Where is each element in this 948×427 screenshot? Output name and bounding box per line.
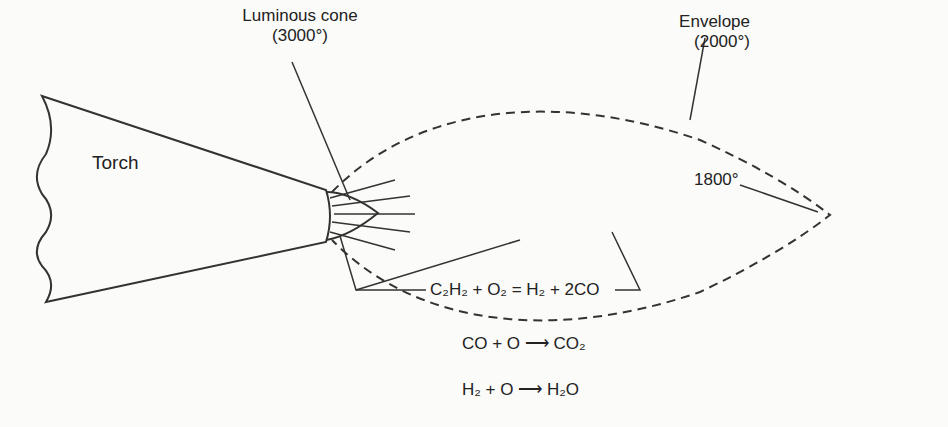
cone-rays bbox=[330, 180, 415, 250]
torch-outline bbox=[0, 90, 340, 310]
torch-body: Torch bbox=[0, 90, 340, 310]
reaction-equation: H₂ + O ⟶ H₂O bbox=[462, 380, 579, 400]
reaction-equation: C₂H₂ + O₂ = H₂ + 2CO bbox=[430, 280, 600, 300]
torch-label: Torch bbox=[92, 152, 138, 174]
flame-envelope bbox=[332, 112, 830, 321]
envelope-label: Envelope (2000°) bbox=[640, 12, 750, 51]
leader-lines bbox=[292, 38, 818, 290]
cone-label: Luminous cone (3000°) bbox=[240, 6, 360, 45]
temperature-label: 1800° bbox=[694, 170, 739, 190]
reaction-equation: CO + O ⟶ CO₂ bbox=[462, 334, 586, 354]
